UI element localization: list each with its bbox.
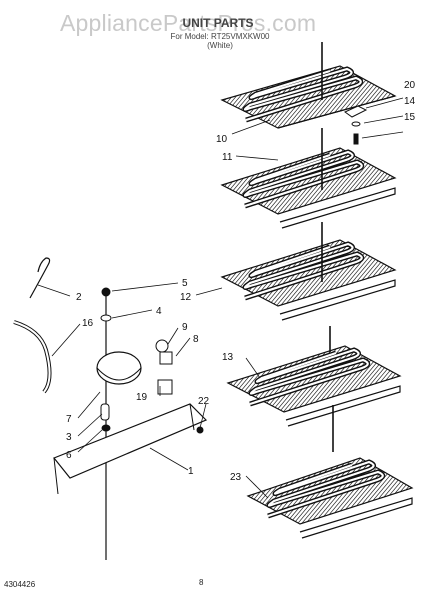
- callout-11: 11: [222, 152, 233, 163]
- callout-14: 14: [404, 96, 416, 107]
- diagram-title: UNIT PARTS: [182, 16, 254, 30]
- callout-9: 9: [182, 322, 188, 333]
- callout-3: 3: [66, 432, 72, 443]
- callout-20: 20: [404, 80, 416, 91]
- callout-16: 16: [82, 318, 94, 329]
- callout-23: 23: [230, 472, 242, 483]
- callout-10: 10: [216, 134, 228, 145]
- watermark: AppliancePartsPros.com: [60, 10, 317, 36]
- shelf-10: [220, 42, 397, 129]
- shelf-23: [246, 457, 414, 539]
- callout-13: 13: [222, 352, 234, 363]
- tubing-2: [29, 257, 51, 299]
- callout-8: 8: [193, 334, 199, 345]
- callout-2: 2: [76, 292, 82, 303]
- shelf-bracket-20: [344, 105, 368, 145]
- callout-5: 5: [182, 278, 188, 289]
- callout-19: 19: [136, 392, 148, 403]
- callout-15: 15: [404, 112, 416, 123]
- shelf-13: [226, 326, 402, 452]
- document-number: 4304426: [4, 580, 36, 589]
- shelf-11: [220, 128, 397, 229]
- callout-1: 1: [188, 466, 194, 477]
- callout-4: 4: [156, 306, 162, 317]
- base-plate-1: [53, 403, 208, 495]
- callout-6: 6: [66, 450, 72, 461]
- variant-label: (White): [207, 41, 233, 50]
- callout-22: 22: [198, 396, 210, 407]
- callout-12: 12: [180, 292, 192, 303]
- model-subtitle: For Model: RT25VMXKW00: [170, 32, 270, 41]
- cord-16: [13, 320, 52, 394]
- callout-7: 7: [66, 414, 72, 425]
- leader-lines: [37, 97, 404, 499]
- compressor: [96, 287, 173, 560]
- page-number: 8: [199, 578, 204, 587]
- shelf-12: [220, 222, 397, 321]
